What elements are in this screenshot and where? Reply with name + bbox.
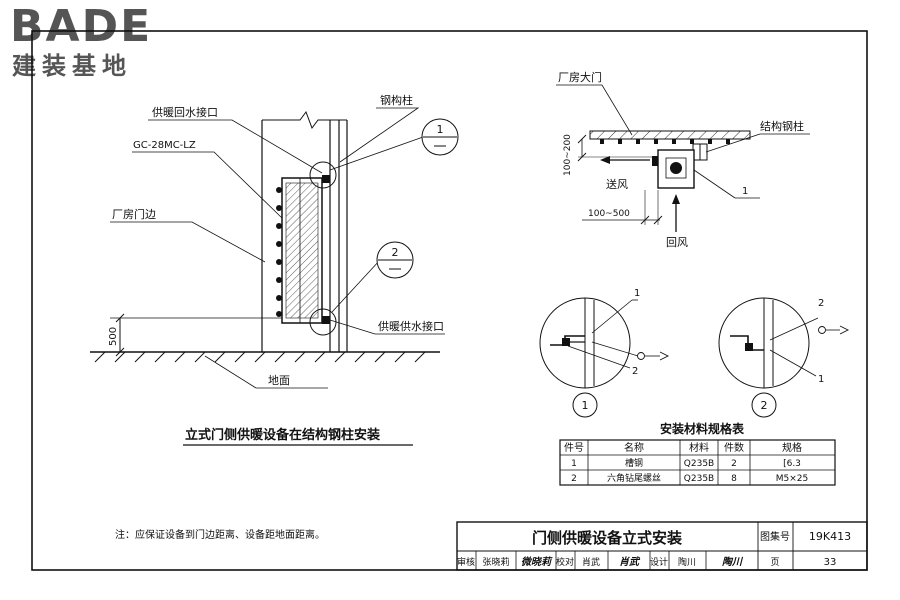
svg-text:2: 2	[392, 246, 399, 259]
atlas-label: 图集号	[760, 530, 790, 543]
table-title: 安装材料规格表	[660, 421, 745, 436]
plan-label-door: 厂房大门	[558, 70, 602, 84]
table-cell: Q235B	[684, 459, 714, 469]
table-cell: [6.3	[783, 459, 801, 469]
design-label: 设计	[650, 556, 668, 568]
table-header: 规格	[782, 441, 802, 454]
svg-text:1: 1	[634, 288, 640, 299]
check-label: 校对	[556, 556, 574, 568]
logo-text: BADE	[10, 1, 153, 52]
title-block: 门侧供暖设备立式安装 图集号 19K413 审核 张晓莉 微晓莉 校对 肖武 肖…	[456, 521, 868, 571]
label-ground: 地面	[268, 374, 290, 387]
atlas-value: 19K413	[809, 530, 851, 543]
review-signature: 微晓莉	[521, 556, 553, 568]
elevation-view: 500 1 2 供暖回水接口 钢构柱 GC-28MC-LZ 厂房门边 供暖供水接…	[90, 93, 459, 446]
svg-text:1: 1	[437, 123, 444, 136]
review-name: 张晓莉	[482, 556, 509, 568]
detail-1: 1 2 1	[539, 288, 670, 418]
plan-return-air: 回风	[666, 236, 688, 249]
table-cell: 8	[731, 474, 737, 484]
plan-label-part: 1	[742, 186, 748, 197]
materials-table: 安装材料规格表 件号 名称 材料 件数 规格 1 槽钢 Q235B 2 [6.3…	[559, 421, 836, 486]
svg-text:1: 1	[818, 374, 824, 385]
logo-subtitle: 建装基地	[12, 52, 132, 80]
note-text: 注：应保证设备到门边距离、设备距地面距离。	[115, 528, 325, 541]
table-cell: Q235B	[684, 474, 714, 484]
table-cell: 1	[571, 459, 577, 469]
table-cell: 槽钢	[625, 457, 643, 469]
design-name: 陶川	[678, 556, 696, 568]
table-header: 名称	[624, 441, 644, 454]
label-return-port: 供暖回水接口	[152, 105, 218, 119]
plan-dim-vertical: 100~200	[563, 134, 573, 176]
sheet-title: 门侧供暖设备立式安装	[532, 529, 683, 547]
review-label: 审核	[457, 556, 475, 568]
page-number: 33	[824, 557, 837, 568]
detail-2: 2 1 2	[718, 297, 850, 418]
plan-supply-air: 送风	[606, 177, 628, 191]
detail-1-id: 1	[582, 399, 589, 412]
plan-view: 100~200 送风 回风 100~500 厂房大门 结构钢柱 1	[556, 70, 810, 249]
elevation-title: 立式门侧供暖设备在结构钢柱安装	[185, 427, 380, 443]
check-name: 肖武	[582, 556, 600, 568]
label-steel-column: 钢构柱	[380, 93, 413, 107]
drawing-frame	[31, 30, 868, 571]
height-dimension: 500	[108, 327, 119, 346]
page-label: 页	[770, 557, 779, 568]
table-header: 材料	[689, 441, 709, 454]
check-signature: 肖武	[619, 556, 641, 568]
plan-label-column: 结构钢柱	[760, 119, 804, 133]
label-supply-port: 供暖供水接口	[378, 319, 444, 333]
svg-text:2: 2	[818, 298, 824, 309]
table-cell: M5×25	[776, 474, 808, 484]
label-model: GC-28MC-LZ	[133, 140, 196, 151]
label-door-edge: 厂房门边	[112, 207, 156, 221]
design-signature: 陶川	[722, 556, 744, 568]
svg-text:2: 2	[632, 366, 638, 377]
table-cell: 2	[571, 474, 577, 484]
detail-2-id: 2	[761, 399, 768, 412]
table-header: 件号	[564, 442, 584, 454]
table-cell: 2	[731, 459, 737, 469]
table-header: 件数	[724, 441, 744, 454]
table-cell: 六角钻尾螺丝	[607, 472, 661, 484]
plan-dim-horizontal: 100~500	[588, 209, 630, 219]
